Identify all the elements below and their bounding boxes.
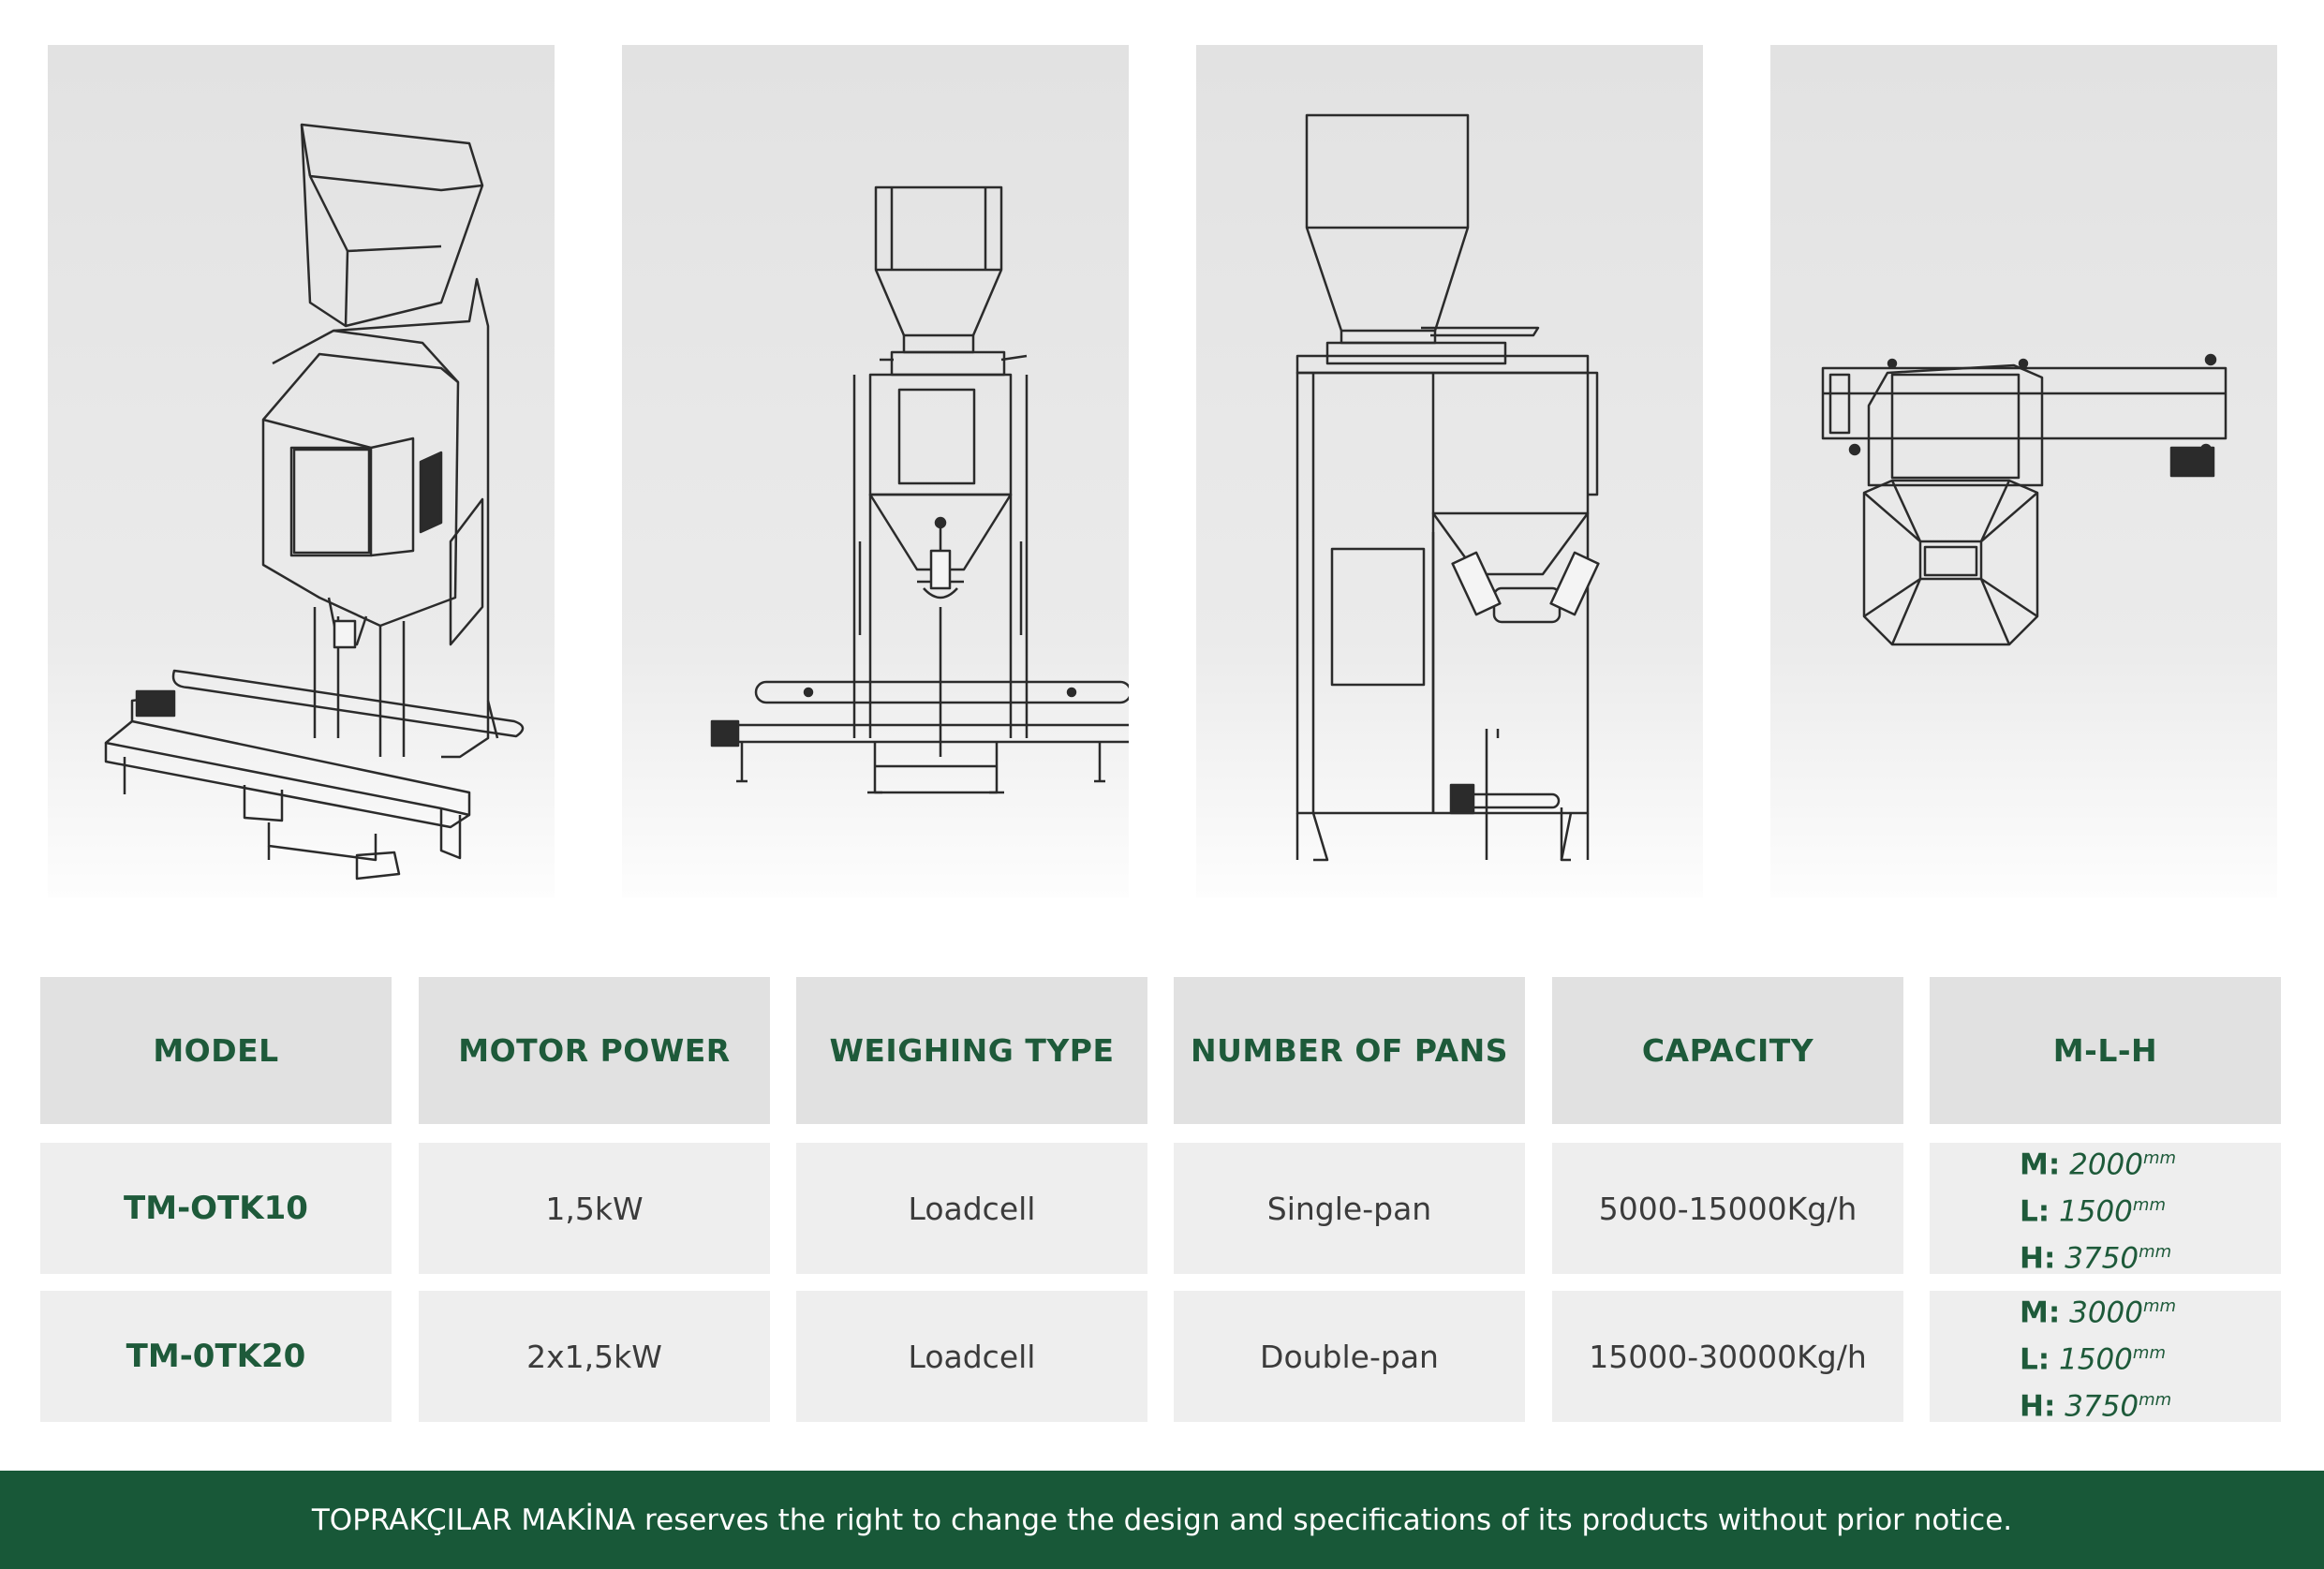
row2-m-label: M: <box>2020 1295 2061 1329</box>
row1-h-line: H: 3750mm <box>1930 1232 2171 1279</box>
row2-l-label: L: <box>2020 1342 2050 1377</box>
header-weighing-type: WEIGHING TYPE <box>796 977 1147 1124</box>
row1-capacity-value: 5000-15000Kg/h <box>1598 1190 1858 1227</box>
row2-h-value: 3750 <box>2065 1389 2139 1424</box>
row1-l-unit: mm <box>2132 1194 2166 1215</box>
row2-l-value: 1500 <box>2059 1342 2133 1377</box>
machine-isometric-view <box>104 123 525 881</box>
row2-motor-power-value: 2x1,5kW <box>526 1338 662 1375</box>
header-model-label: MODEL <box>153 1032 279 1069</box>
row2-m-line: M: 3000mm <box>1930 1286 2176 1333</box>
machine-top-view <box>1821 353 2228 646</box>
header-capacity: CAPACITY <box>1552 977 1903 1124</box>
header-motor-power: MOTOR POWER <box>419 977 770 1124</box>
row1-model: TM-OTK10 <box>40 1143 392 1274</box>
row2-number-of-pans: Double-pan <box>1174 1291 1525 1422</box>
machine-front-view-panel <box>622 45 1129 897</box>
row1-m-unit: mm <box>2143 1147 2177 1168</box>
row2-mlh: M: 3000mm L: 1500mm H: 3750mm <box>1930 1291 2281 1424</box>
row1-number-of-pans: Single-pan <box>1174 1143 1525 1274</box>
row1-l-value: 1500 <box>2059 1194 2133 1229</box>
footer-notice: TOPRAKÇILAR MAKİNA reserves the right to… <box>311 1502 2013 1537</box>
row1-l-label: L: <box>2020 1194 2050 1229</box>
machine-side-view-panel <box>1196 45 1703 897</box>
row2-h-line: H: 3750mm <box>1930 1380 2171 1427</box>
row1-m-value: 2000 <box>2069 1147 2144 1181</box>
footer-bar: TOPRAKÇILAR MAKİNA reserves the right to… <box>0 1471 2324 1569</box>
machine-isometric-view-panel <box>48 45 555 897</box>
header-weighing-type-label: WEIGHING TYPE <box>829 1032 1115 1069</box>
row2-m-unit: mm <box>2143 1295 2177 1316</box>
header-motor-power-label: MOTOR POWER <box>458 1032 731 1069</box>
machine-top-view-panel <box>1770 45 2277 897</box>
row2-l-line: L: 1500mm <box>1930 1333 2166 1380</box>
row2-h-unit: mm <box>2139 1390 2172 1411</box>
row1-h-value: 3750 <box>2065 1241 2139 1276</box>
row1-mlh: M: 2000mm L: 1500mm H: 3750mm <box>1930 1143 2281 1276</box>
row1-motor-power: 1,5kW <box>419 1143 770 1274</box>
row2-m-value: 3000 <box>2069 1295 2144 1329</box>
machine-front-view <box>710 185 1129 794</box>
header-number-of-pans-label: NUMBER OF PANS <box>1190 1032 1508 1069</box>
row1-m-label: M: <box>2020 1147 2061 1181</box>
row1-h-label: H: <box>2020 1241 2056 1276</box>
row1-number-of-pans-value: Single-pan <box>1266 1190 1432 1227</box>
row1-h-unit: mm <box>2139 1242 2172 1263</box>
header-mlh: M-L-H <box>1930 977 2281 1124</box>
row1-l-line: L: 1500mm <box>1930 1185 2166 1232</box>
row2-capacity-value: 15000-30000Kg/h <box>1589 1338 1867 1375</box>
row1-m-line: M: 2000mm <box>1930 1138 2176 1185</box>
row2-l-unit: mm <box>2132 1342 2166 1363</box>
row2-model: TM-0TK20 <box>40 1291 392 1422</box>
header-capacity-label: CAPACITY <box>1641 1032 1814 1069</box>
row2-model-value: TM-0TK20 <box>126 1338 306 1375</box>
row2-h-label: H: <box>2020 1389 2056 1424</box>
row2-weighing-type-value: Loadcell <box>908 1338 1036 1375</box>
machine-side-view <box>1295 113 1600 862</box>
row1-motor-power-value: 1,5kW <box>545 1190 644 1227</box>
header-number-of-pans: NUMBER OF PANS <box>1174 977 1525 1124</box>
row2-motor-power: 2x1,5kW <box>419 1291 770 1422</box>
row1-capacity: 5000-15000Kg/h <box>1552 1143 1903 1274</box>
header-model: MODEL <box>40 977 392 1124</box>
row2-capacity: 15000-30000Kg/h <box>1552 1291 1903 1422</box>
row1-weighing-type: Loadcell <box>796 1143 1147 1274</box>
row2-weighing-type: Loadcell <box>796 1291 1147 1422</box>
row1-weighing-type-value: Loadcell <box>908 1190 1036 1227</box>
row1-model-value: TM-OTK10 <box>124 1190 308 1227</box>
row2-number-of-pans-value: Double-pan <box>1260 1338 1439 1375</box>
header-mlh-label: M-L-H <box>2052 1032 2158 1069</box>
